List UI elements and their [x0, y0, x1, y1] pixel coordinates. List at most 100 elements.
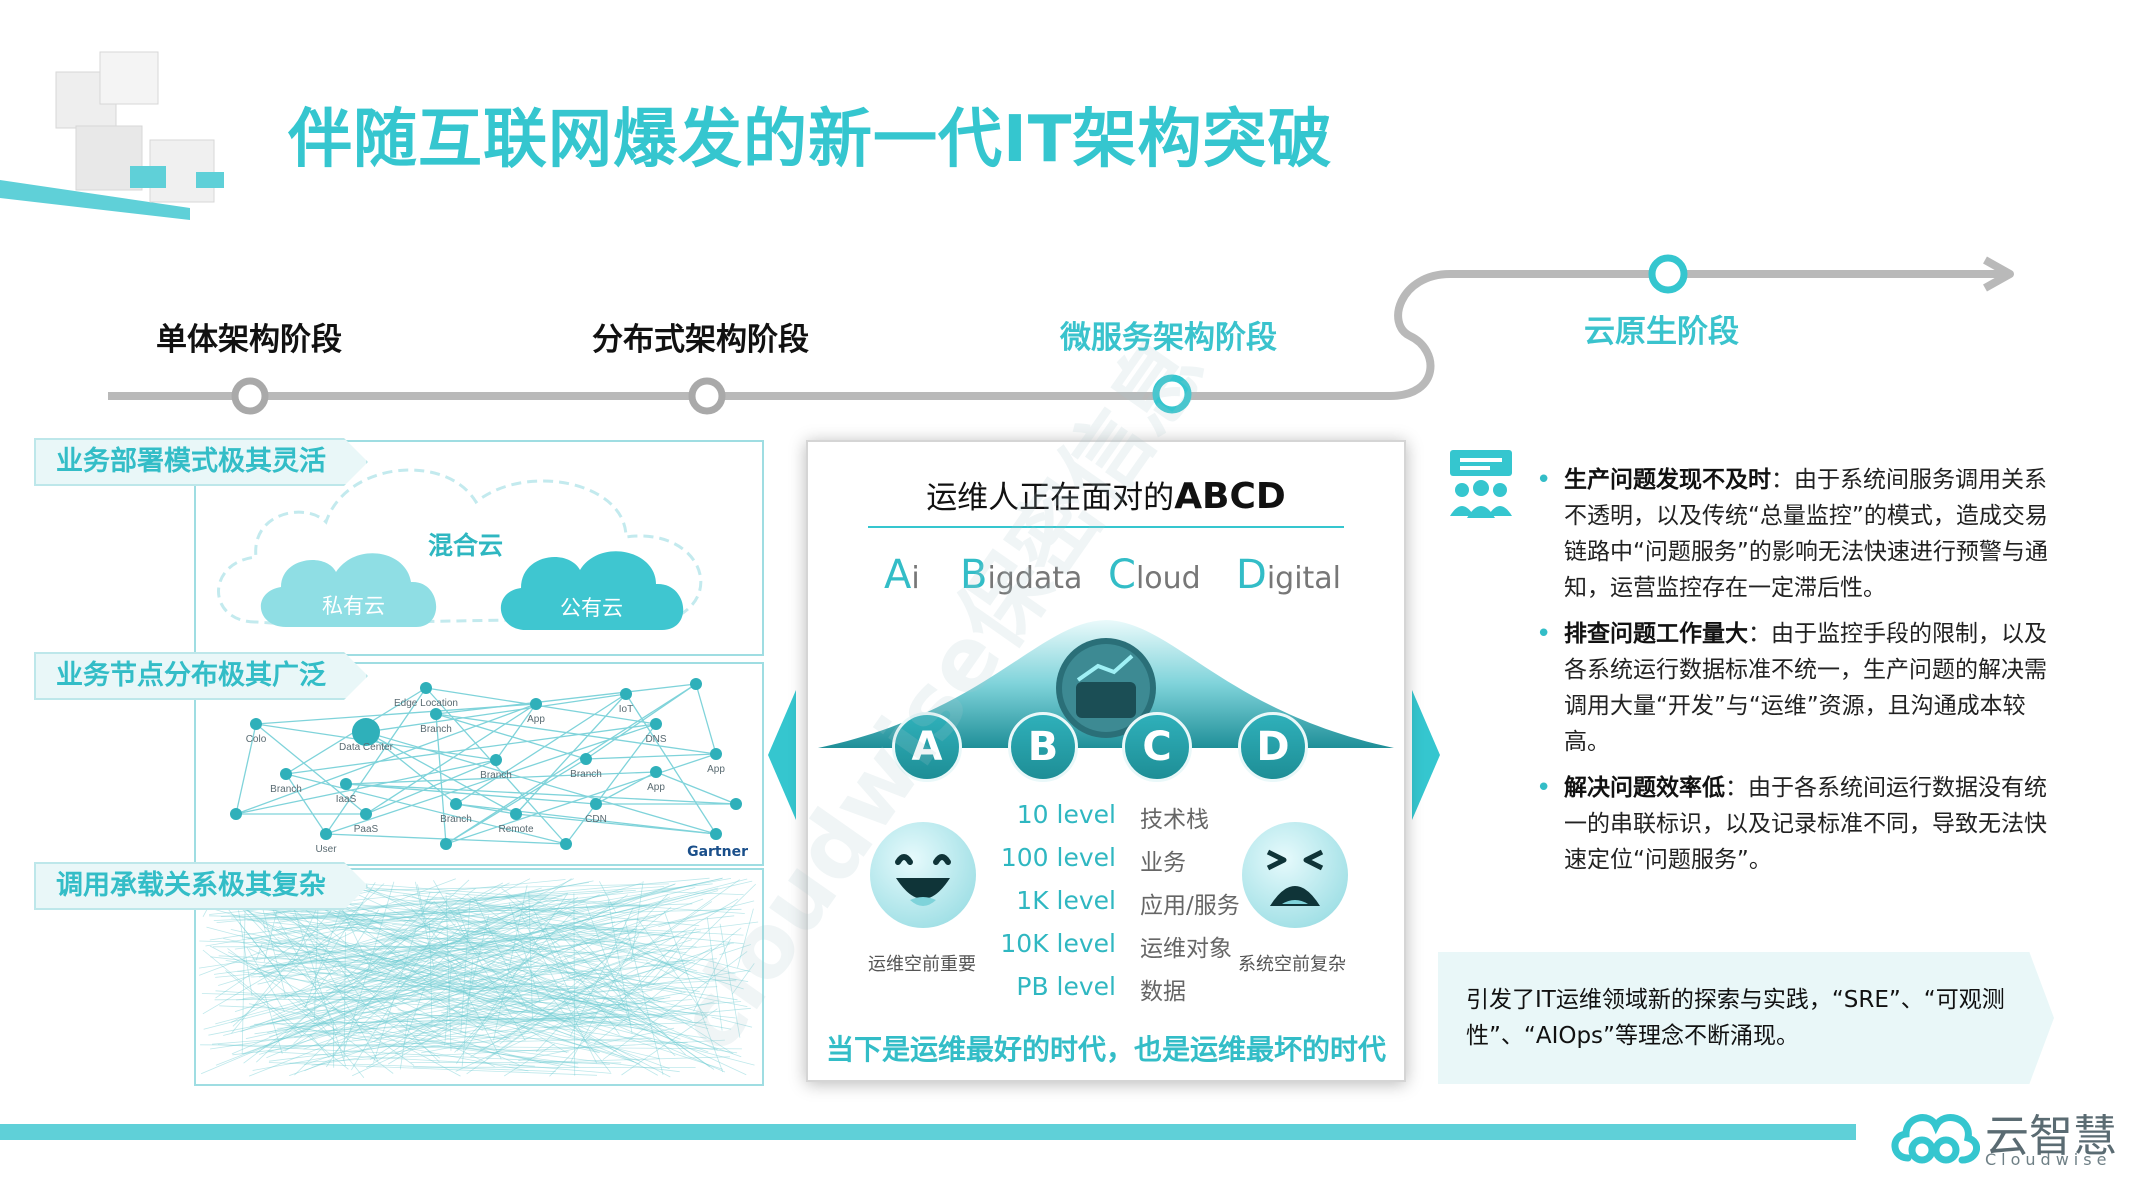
network-node [250, 718, 262, 730]
network-link [455, 803, 717, 835]
call-link [272, 899, 559, 1017]
call-link [373, 927, 417, 1063]
level-value-1: 10 level [1016, 800, 1116, 829]
call-link [486, 879, 741, 1060]
call-link [536, 957, 625, 1009]
call-link [231, 894, 600, 1055]
call-link [706, 917, 723, 1031]
call-link [232, 883, 385, 1027]
call-link [209, 890, 544, 941]
call-link [230, 1004, 266, 1023]
call-link [237, 970, 707, 1039]
call-link [476, 907, 525, 933]
network-node-label: CDN [585, 814, 607, 825]
footer-bar [0, 1124, 1856, 1140]
call-link [409, 903, 524, 930]
call-link [294, 924, 449, 1076]
call-link [267, 928, 638, 1034]
call-link [392, 996, 468, 1035]
network-link [235, 703, 537, 815]
network-link [325, 723, 657, 835]
call-link [345, 881, 599, 966]
call-link [217, 1044, 610, 1065]
call-link [459, 927, 637, 930]
call-link [343, 932, 346, 1060]
call-link [450, 957, 658, 1076]
call-link [215, 883, 675, 1066]
call-link [535, 992, 591, 1053]
call-link [235, 902, 339, 975]
call-link [544, 1007, 751, 1028]
call-link [424, 894, 549, 901]
call-link [246, 910, 700, 993]
network-node-label: Branch [480, 770, 512, 781]
level-label-4: 运维对象 [1140, 936, 1232, 962]
call-link [304, 967, 595, 1066]
cloud-diagram [217, 468, 703, 630]
call-link [466, 894, 711, 1068]
call-link [497, 983, 565, 1030]
network-link [235, 759, 497, 815]
bullet-dot-icon: • [1536, 465, 1552, 495]
call-link [347, 889, 747, 1076]
call-link [263, 952, 491, 967]
call-link [343, 881, 395, 1051]
call-link [660, 958, 717, 963]
timeline-node-microservice [1152, 374, 1192, 414]
call-link [275, 932, 644, 956]
network-node [530, 698, 542, 710]
network-link [365, 703, 537, 815]
level-value-2: 100 level [1000, 843, 1116, 872]
call-link [308, 943, 325, 949]
call-link [200, 1044, 742, 1050]
call-link [268, 1034, 484, 1062]
call-link [528, 891, 533, 1020]
call-link [494, 983, 662, 1027]
call-link [534, 937, 632, 978]
call-link [402, 982, 600, 1054]
call-link [252, 878, 748, 1006]
call-link [245, 936, 643, 1005]
network-node-label: App [527, 714, 545, 725]
call-link [517, 908, 742, 916]
call-link [270, 883, 676, 1025]
network-link [435, 713, 447, 845]
network-link [345, 771, 657, 785]
call-link [448, 912, 548, 930]
sad-face-icon [1242, 822, 1348, 928]
network-node-label: Branch [440, 814, 472, 825]
call-link [250, 967, 393, 1005]
abcd-title-suffix: ABCD [1174, 476, 1286, 517]
word-ai-rest: i [911, 561, 920, 596]
call-link [562, 922, 751, 973]
call-link [571, 927, 650, 1021]
call-link [249, 1003, 560, 1067]
call-link [402, 894, 698, 972]
call-link [328, 880, 753, 981]
call-link [456, 895, 563, 915]
call-link [351, 913, 672, 935]
network-node-label: PaaS [354, 824, 379, 835]
call-link [464, 980, 591, 1032]
call-link [414, 1014, 623, 1024]
network-node [360, 808, 372, 820]
call-link [569, 907, 634, 1037]
call-link [334, 1007, 415, 1066]
call-link [573, 893, 576, 1076]
call-link [202, 918, 365, 1015]
network-node-label: User [315, 844, 337, 855]
network-node-label: IoT [619, 704, 633, 715]
network-node [440, 838, 452, 850]
call-link [325, 923, 457, 964]
letter-d-badge: D [1238, 712, 1308, 782]
sad-face-label: 系统空前复杂 [1238, 954, 1346, 975]
hybrid-cloud-label: 混合云 [428, 531, 504, 560]
call-link [644, 950, 736, 975]
call-link [433, 933, 576, 989]
call-link [624, 919, 664, 1075]
call-link [303, 980, 495, 1050]
page-title: 伴随互联网爆发的新一代IT架构突破 [288, 103, 1333, 177]
network-node [650, 718, 662, 730]
network-node [650, 766, 662, 778]
word-bigdata-cap: B [960, 552, 988, 598]
